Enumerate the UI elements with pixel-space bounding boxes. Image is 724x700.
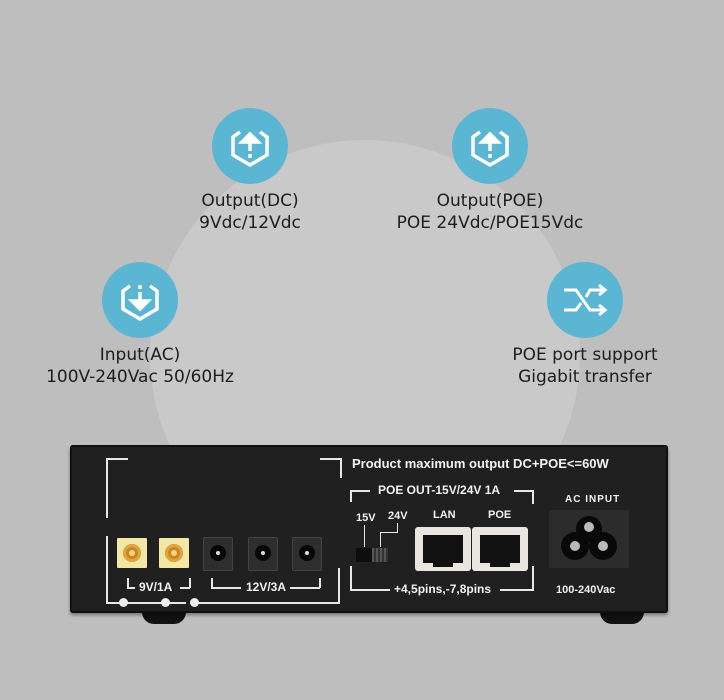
xt60-connector: [117, 538, 147, 568]
lan-port-label: LAN: [433, 509, 456, 521]
switch-label-15v: 15V: [356, 512, 376, 524]
frame-line: [380, 532, 381, 547]
dc-group-label: 12V/3A: [246, 580, 287, 594]
xt60-connector: [159, 538, 189, 568]
frame-line: [270, 602, 340, 604]
frame-line: [514, 490, 534, 492]
feature-input-ac: Input(AC) 100V-240Vac 50/60Hz: [20, 262, 260, 388]
frame-line: [127, 587, 135, 589]
upload-hexagon-icon: [212, 108, 288, 184]
feature-gigabit: POE port support Gigabit transfer: [490, 262, 680, 388]
screw-dot: [161, 598, 170, 607]
frame-line: [397, 523, 398, 533]
device-foot-right: [600, 612, 644, 624]
voltage-select-switch[interactable]: [356, 548, 388, 562]
frame-line: [127, 578, 129, 588]
frame-line: [290, 587, 320, 589]
pins-label: +4,5pins,-7,8pins: [394, 582, 492, 596]
feature-title: Output(DC): [201, 191, 299, 211]
screw-dot: [190, 598, 199, 607]
feature-title: Output(POE): [436, 191, 544, 211]
poe-port-label: POE: [488, 509, 512, 521]
switch-label-24v: 24V: [388, 510, 408, 522]
feature-detail: Gigabit transfer: [518, 367, 652, 387]
frame-line: [340, 458, 342, 478]
frame-line: [106, 458, 108, 518]
feature-output-poe: Output(POE) POE 24Vdc/POE15Vdc: [370, 108, 610, 234]
frame-line: [190, 602, 315, 604]
frame-line: [211, 587, 241, 589]
frame-line: [189, 578, 191, 588]
frame-line: [500, 589, 534, 591]
frame-line: [320, 458, 342, 460]
frame-line: [106, 536, 108, 604]
frame-line: [211, 578, 213, 588]
dc-barrel-jack: [292, 537, 322, 571]
frame-line: [319, 578, 321, 588]
frame-line: [338, 568, 340, 604]
feature-detail: 100V-240Vac 50/60Hz: [46, 367, 234, 387]
feature-output-dc: Output(DC) 9Vdc/12Vdc: [170, 108, 330, 234]
feature-detail: POE 24Vdc/POE15Vdc: [396, 213, 584, 233]
dc-barrel-jack: [203, 537, 233, 571]
frame-line: [106, 602, 186, 604]
frame-line: [106, 458, 128, 460]
download-hexagon-icon: [102, 262, 178, 338]
frame-line: [180, 587, 190, 589]
poe-out-label: POE OUT-15V/24V 1A: [378, 483, 501, 497]
ac-voltage-label: 100-240Vac: [556, 584, 616, 596]
screw-dot: [119, 598, 128, 607]
upload-hexagon-icon: [452, 108, 528, 184]
dc-barrel-jack: [248, 537, 278, 571]
shuffle-arrows-icon: [547, 262, 623, 338]
frame-line: [350, 566, 352, 590]
poe-rj45-port[interactable]: [472, 527, 528, 571]
ac-input-label: AC INPUT: [565, 494, 621, 505]
lan-rj45-port[interactable]: [415, 527, 471, 571]
frame-line: [350, 490, 370, 492]
frame-line: [350, 490, 352, 502]
frame-line: [364, 525, 365, 547]
feature-detail: 9Vdc/12Vdc: [199, 213, 301, 233]
frame-line: [350, 589, 390, 591]
frame-line: [532, 566, 534, 590]
xt-group-label: 9V/1A: [139, 580, 173, 594]
frame-line: [380, 532, 398, 533]
feature-title: POE port support: [512, 345, 658, 365]
feature-title: Input(AC): [99, 345, 181, 365]
ac-input-socket[interactable]: [549, 510, 629, 568]
max-output-label: Product maximum output DC+POE<=60W: [352, 456, 609, 471]
frame-line: [532, 490, 534, 504]
device-foot-left: [142, 612, 186, 624]
